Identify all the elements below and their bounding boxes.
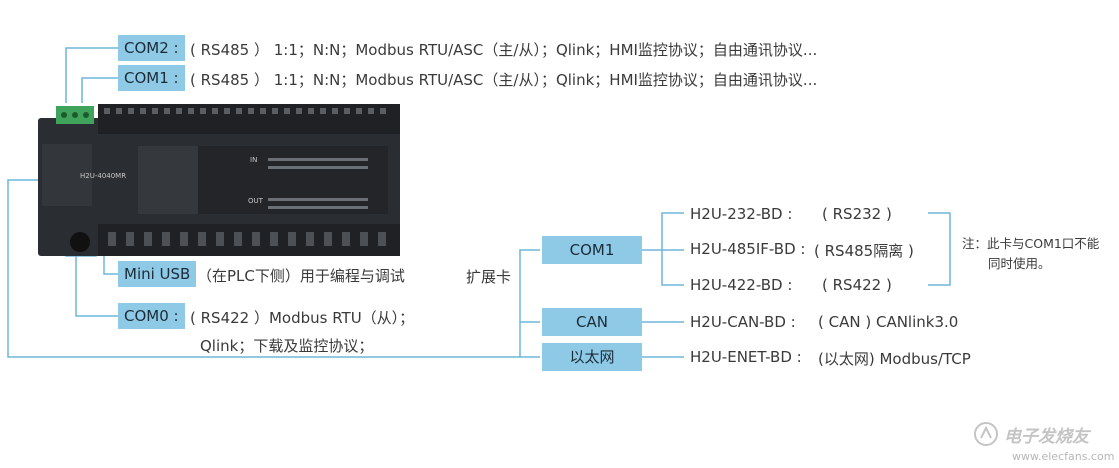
com2-line bbox=[65, 47, 118, 103]
note-text: 注：此卡与COM1口不能 同时使用。 bbox=[962, 234, 1099, 274]
note-bracket bbox=[928, 212, 951, 286]
watermark-url: www.elecfans.com bbox=[1012, 450, 1115, 463]
miniusb-description: （在PLC下侧）用于编程与调试 bbox=[197, 267, 405, 285]
card-485-model: H2U-485IF-BD : bbox=[690, 240, 806, 258]
note-line-2: 同时使用。 bbox=[988, 256, 1051, 271]
com1-line bbox=[81, 77, 118, 103]
com2-tag: COM2 : bbox=[118, 35, 185, 61]
com0-description-line1: ( RS422 ）Modbus RTU（从）； bbox=[190, 309, 415, 327]
com1-description: ( RS485 ） 1:1；N:N；Modbus RTU/ASC（主/从）；Ql… bbox=[190, 71, 818, 89]
plc-in-label: IN bbox=[250, 156, 258, 164]
watermark-title: 电子发烧友 bbox=[1004, 427, 1089, 447]
plc-out-label: OUT bbox=[248, 197, 263, 205]
card-485-desc: ( RS485隔离 ) bbox=[814, 242, 914, 260]
expansion-label: 扩展卡 bbox=[466, 268, 512, 286]
com0-line bbox=[75, 256, 118, 317]
expansion-com1-box: COM1 bbox=[542, 236, 642, 264]
plc-device: H2U-4040MR IN OUT bbox=[38, 104, 400, 256]
bottom-bus-line bbox=[7, 179, 540, 358]
card-422-desc: ( RS422 ) bbox=[822, 276, 892, 294]
com0-tag: COM0 : bbox=[118, 303, 185, 329]
com1-tag: COM1 : bbox=[118, 65, 185, 91]
expansion-ethernet-box: 以太网 bbox=[542, 343, 642, 371]
com1-fanout bbox=[661, 212, 684, 286]
card-ethernet-desc: (以太网) Modbus/TCP bbox=[818, 350, 971, 368]
expansion-can-box: CAN bbox=[542, 308, 642, 336]
card-ethernet-model: H2U-ENET-BD : bbox=[690, 348, 802, 366]
card-can-desc: ( CAN ) CANlink3.0 bbox=[818, 313, 959, 331]
watermark-logo-icon bbox=[974, 422, 998, 446]
miniusb-tag: Mini USB bbox=[118, 261, 197, 287]
card-can-model: H2U-CAN-BD : bbox=[690, 313, 796, 331]
note-line-1: 注：此卡与COM1口不能 bbox=[962, 236, 1100, 251]
com2-description: ( RS485 ） 1:1；N:N；Modbus RTU/ASC（主/从）；Ql… bbox=[190, 41, 818, 59]
expansion-trunk bbox=[519, 249, 540, 357]
plc-illustration bbox=[38, 104, 400, 256]
plc-model-label: H2U-4040MR bbox=[80, 172, 127, 180]
card-232-desc: ( RS232 ) bbox=[822, 205, 892, 223]
com0-description-line2: Qlink；下载及监控协议； bbox=[200, 337, 374, 355]
card-422-model: H2U-422-BD : bbox=[690, 276, 793, 294]
card-232-model: H2U-232-BD : bbox=[690, 205, 793, 223]
